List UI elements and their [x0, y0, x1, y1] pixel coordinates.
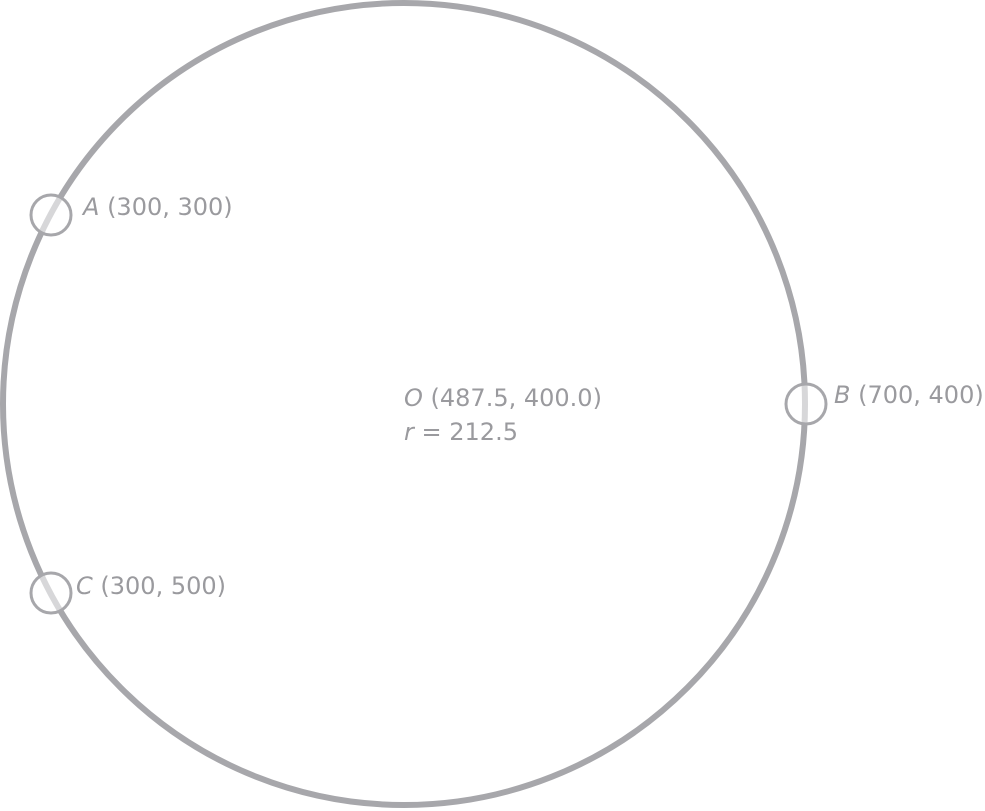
point-a: A (300, 300): [29, 193, 233, 237]
radius-symbol: r: [404, 418, 416, 446]
center-name: O: [404, 384, 423, 412]
point-b-label: B (700, 400): [834, 381, 984, 409]
center-annotation: O (487.5, 400.0) r = 212.5: [404, 384, 602, 446]
point-c-coords: (300, 500): [100, 572, 226, 600]
point-c-name: C: [76, 572, 93, 600]
point-b-name: B: [834, 381, 850, 409]
point-c: C (300, 500): [29, 571, 226, 615]
point-c-label: C (300, 500): [76, 572, 226, 600]
point-c-marker: [29, 571, 73, 615]
point-a-coords: (300, 300): [107, 193, 233, 221]
center-label: O (487.5, 400.0): [404, 384, 602, 412]
radius-label: r = 212.5: [404, 418, 518, 446]
center-coords: (487.5, 400.0): [431, 384, 602, 412]
point-a-name: A: [81, 193, 99, 221]
point-b-coords: (700, 400): [858, 381, 984, 409]
point-b-marker: [784, 382, 828, 426]
point-b: B (700, 400): [784, 381, 984, 426]
radius-value: = 212.5: [422, 418, 518, 446]
point-a-marker: [29, 193, 73, 237]
point-a-label: A (300, 300): [81, 193, 233, 221]
